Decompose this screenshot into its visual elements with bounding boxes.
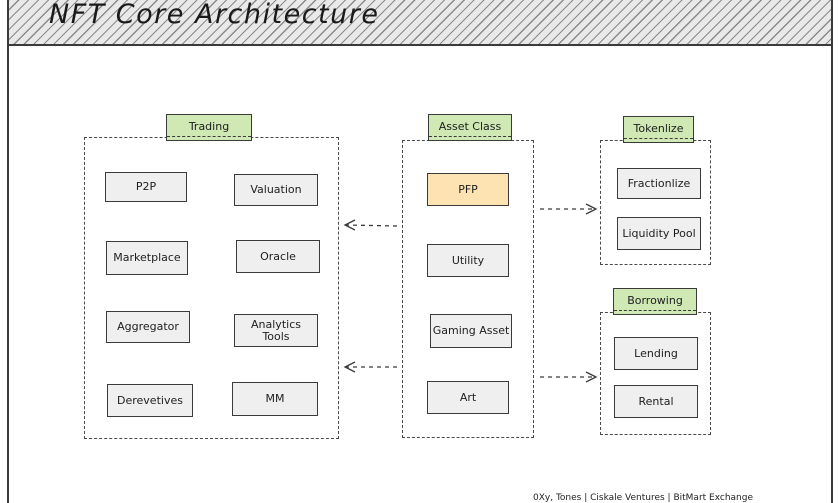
trading-node-oracle: Oracle [236,240,320,273]
tokenize-node-fractionalize: Fractionlize [617,168,701,199]
trading-node-derivatives: Derevetives [107,384,193,417]
footer-credits: 0Xy, Tones | Ciskale Ventures | BitMart … [533,493,754,503]
asset-node-utility: Utility [427,244,509,277]
borrowing-node-lending: Lending [614,337,698,370]
borrowing-node-rental: Rental [614,385,698,418]
trading-node-aggregator: Aggregator [106,311,190,343]
borrowing-label: Borrowing [613,288,697,315]
asset-class-label: Asset Class [428,114,512,141]
title-bar: NFT Core Architecture [7,0,833,46]
trading-node-valuation: Valuation [234,174,318,206]
trading-node-p2p: P2P [105,172,187,202]
trading-node-analytics-tools: Analytics Tools [234,314,318,347]
trading-label: Trading [166,114,252,141]
tokenize-label: Tokenlize [623,116,694,143]
trading-node-mm: MM [232,382,318,416]
asset-node-pfp: PFP [427,173,509,206]
asset-node-gaming-asset: Gaming Asset [430,314,512,348]
tokenize-node-liquidity-pool: Liquidity Pool [617,217,701,250]
trading-node-marketplace: Marketplace [106,241,188,275]
asset-node-art: Art [427,381,509,414]
page-title: NFT Core Architecture [49,0,380,30]
canvas-frame [7,46,833,503]
